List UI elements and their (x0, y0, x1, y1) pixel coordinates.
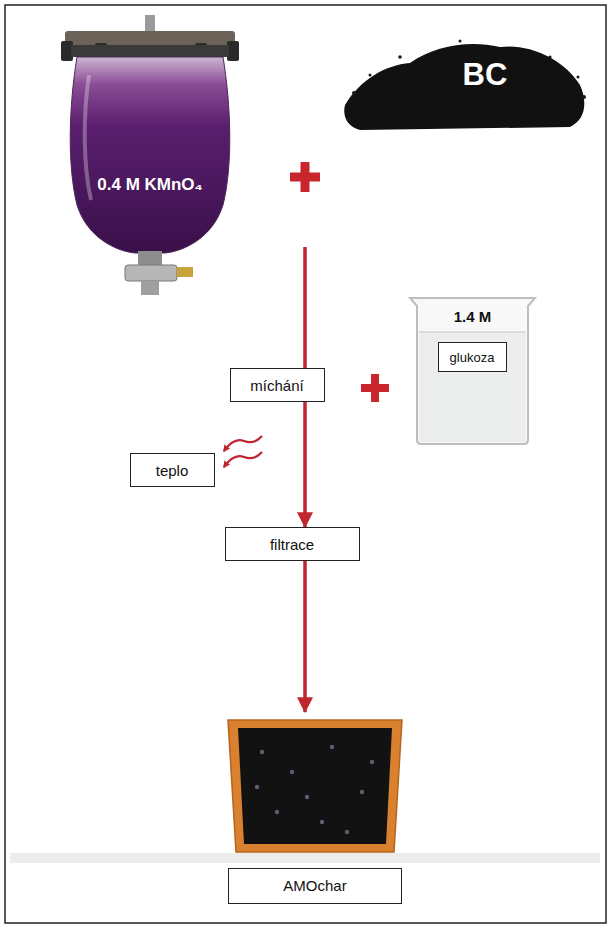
powder-speck (352, 91, 356, 95)
valve-spout (141, 281, 159, 295)
vessel-body (70, 57, 230, 253)
product-material (238, 728, 392, 844)
heat-wave (224, 452, 262, 467)
valve (125, 265, 177, 281)
vessel-rim (71, 45, 229, 57)
reagent-box: glukoza (438, 342, 507, 372)
material-glint (370, 760, 374, 764)
material-glint (275, 810, 279, 814)
glass-highlight (85, 75, 91, 200)
powder-speck (347, 118, 350, 121)
illustration-label: BC (440, 57, 530, 93)
powder-speck (582, 95, 586, 99)
stirrer-rod (145, 15, 155, 33)
material-glint (255, 785, 259, 789)
vessel-lid (65, 31, 235, 45)
box-label: míchání (250, 377, 303, 394)
flow-line (303, 247, 307, 368)
material-glint (260, 750, 264, 754)
illustration-label: 1.4 M (400, 308, 545, 325)
material-glint (320, 820, 324, 824)
material-glint (345, 830, 349, 834)
powder-speck (548, 55, 551, 58)
material-glint (305, 795, 309, 799)
outer-frame (5, 5, 606, 923)
reagent-vessel: 0.4 M KMnO₄ (55, 15, 245, 300)
tray-drawing (222, 712, 408, 858)
process-box: filtrace (225, 527, 360, 561)
flow-arrow (303, 561, 307, 712)
vessel-drawing (55, 15, 245, 300)
beaker-illustration: glukoza 1.4 M (400, 292, 545, 447)
product-label-box: AMOchar (228, 868, 402, 904)
box-label: teplo (156, 462, 189, 479)
plus-sign (361, 374, 389, 402)
material-glint (360, 790, 364, 794)
flow-arrow (303, 402, 307, 527)
powder-pile (344, 44, 584, 130)
illustration-label: 0.4 M KMnO₄ (55, 175, 245, 195)
powder-speck (577, 76, 580, 79)
powder-speck (398, 55, 402, 59)
material-glint (330, 745, 334, 749)
powder-speck (369, 74, 372, 77)
box-label: glukoza (450, 350, 495, 365)
tray (228, 720, 402, 852)
product-illustration: AMOchar (222, 712, 408, 908)
heat-wave (224, 436, 262, 451)
plus-sign (290, 162, 320, 192)
biochar-powder: BC (340, 35, 590, 135)
powder-speck (459, 40, 462, 43)
ground-band (10, 853, 600, 863)
liquid-surface (419, 331, 526, 333)
beaker-liquid (419, 332, 526, 442)
valve-handle (177, 267, 193, 277)
process-box: míchání (230, 368, 325, 402)
process-box: teplo (130, 453, 215, 487)
box-label: filtrace (270, 536, 314, 553)
material-glint (290, 770, 294, 774)
